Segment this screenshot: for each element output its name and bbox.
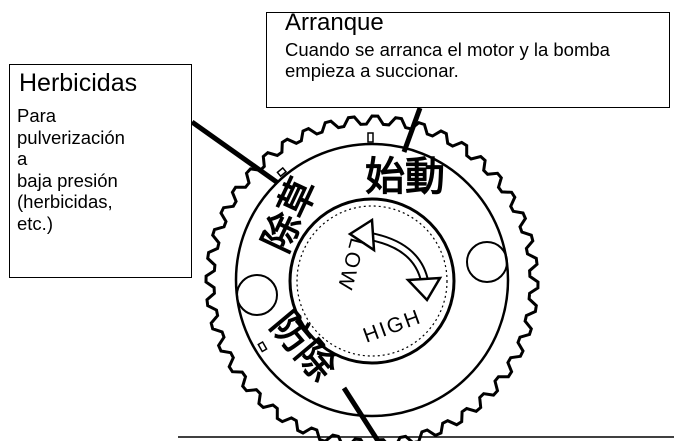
- leader-line-start: [401, 107, 423, 153]
- leader-line-herbicide: [190, 119, 280, 186]
- callout-arranque: Arranque Cuando se arranca el motor y la…: [266, 9, 670, 108]
- knob-arrow-head-left: [347, 217, 376, 253]
- knob-rotation-arrow-inner: [367, 233, 428, 284]
- dial-left-hole: [236, 274, 278, 316]
- callout-herbicidas-text: Para pulverización a baja presión (herbi…: [17, 105, 125, 234]
- callout-herbicidas: Herbicidas Para pulverización a baja pre…: [9, 64, 192, 278]
- dial-label-herbicide: 除草: [254, 171, 326, 258]
- knob-arrow-head-right: [405, 276, 443, 303]
- knob-label-high: HIGH: [360, 305, 425, 347]
- callout-arranque-title: Arranque: [285, 9, 384, 36]
- callout-herbicidas-title: Herbicidas: [19, 69, 138, 97]
- knob-label-low: LOW: [332, 236, 368, 294]
- dial-label-pest-control: 防除: [262, 303, 345, 390]
- dial-center-knob: [288, 197, 456, 365]
- dial-label-start: 始動: [365, 154, 445, 200]
- index-mark-pest: [257, 341, 268, 353]
- dial-inner-ring: [234, 142, 510, 418]
- callout-arranque-text: Cuando se arranca el motor y la bomba em…: [285, 39, 610, 81]
- leader-line-pest-control: [341, 386, 381, 441]
- dial-knob-inner-edge: [296, 205, 448, 357]
- index-mark-start: [367, 132, 374, 143]
- dial-outer-serrated-ring: [204, 114, 540, 441]
- dial-right-hole: [466, 241, 508, 283]
- index-mark-herbicide: [276, 166, 288, 178]
